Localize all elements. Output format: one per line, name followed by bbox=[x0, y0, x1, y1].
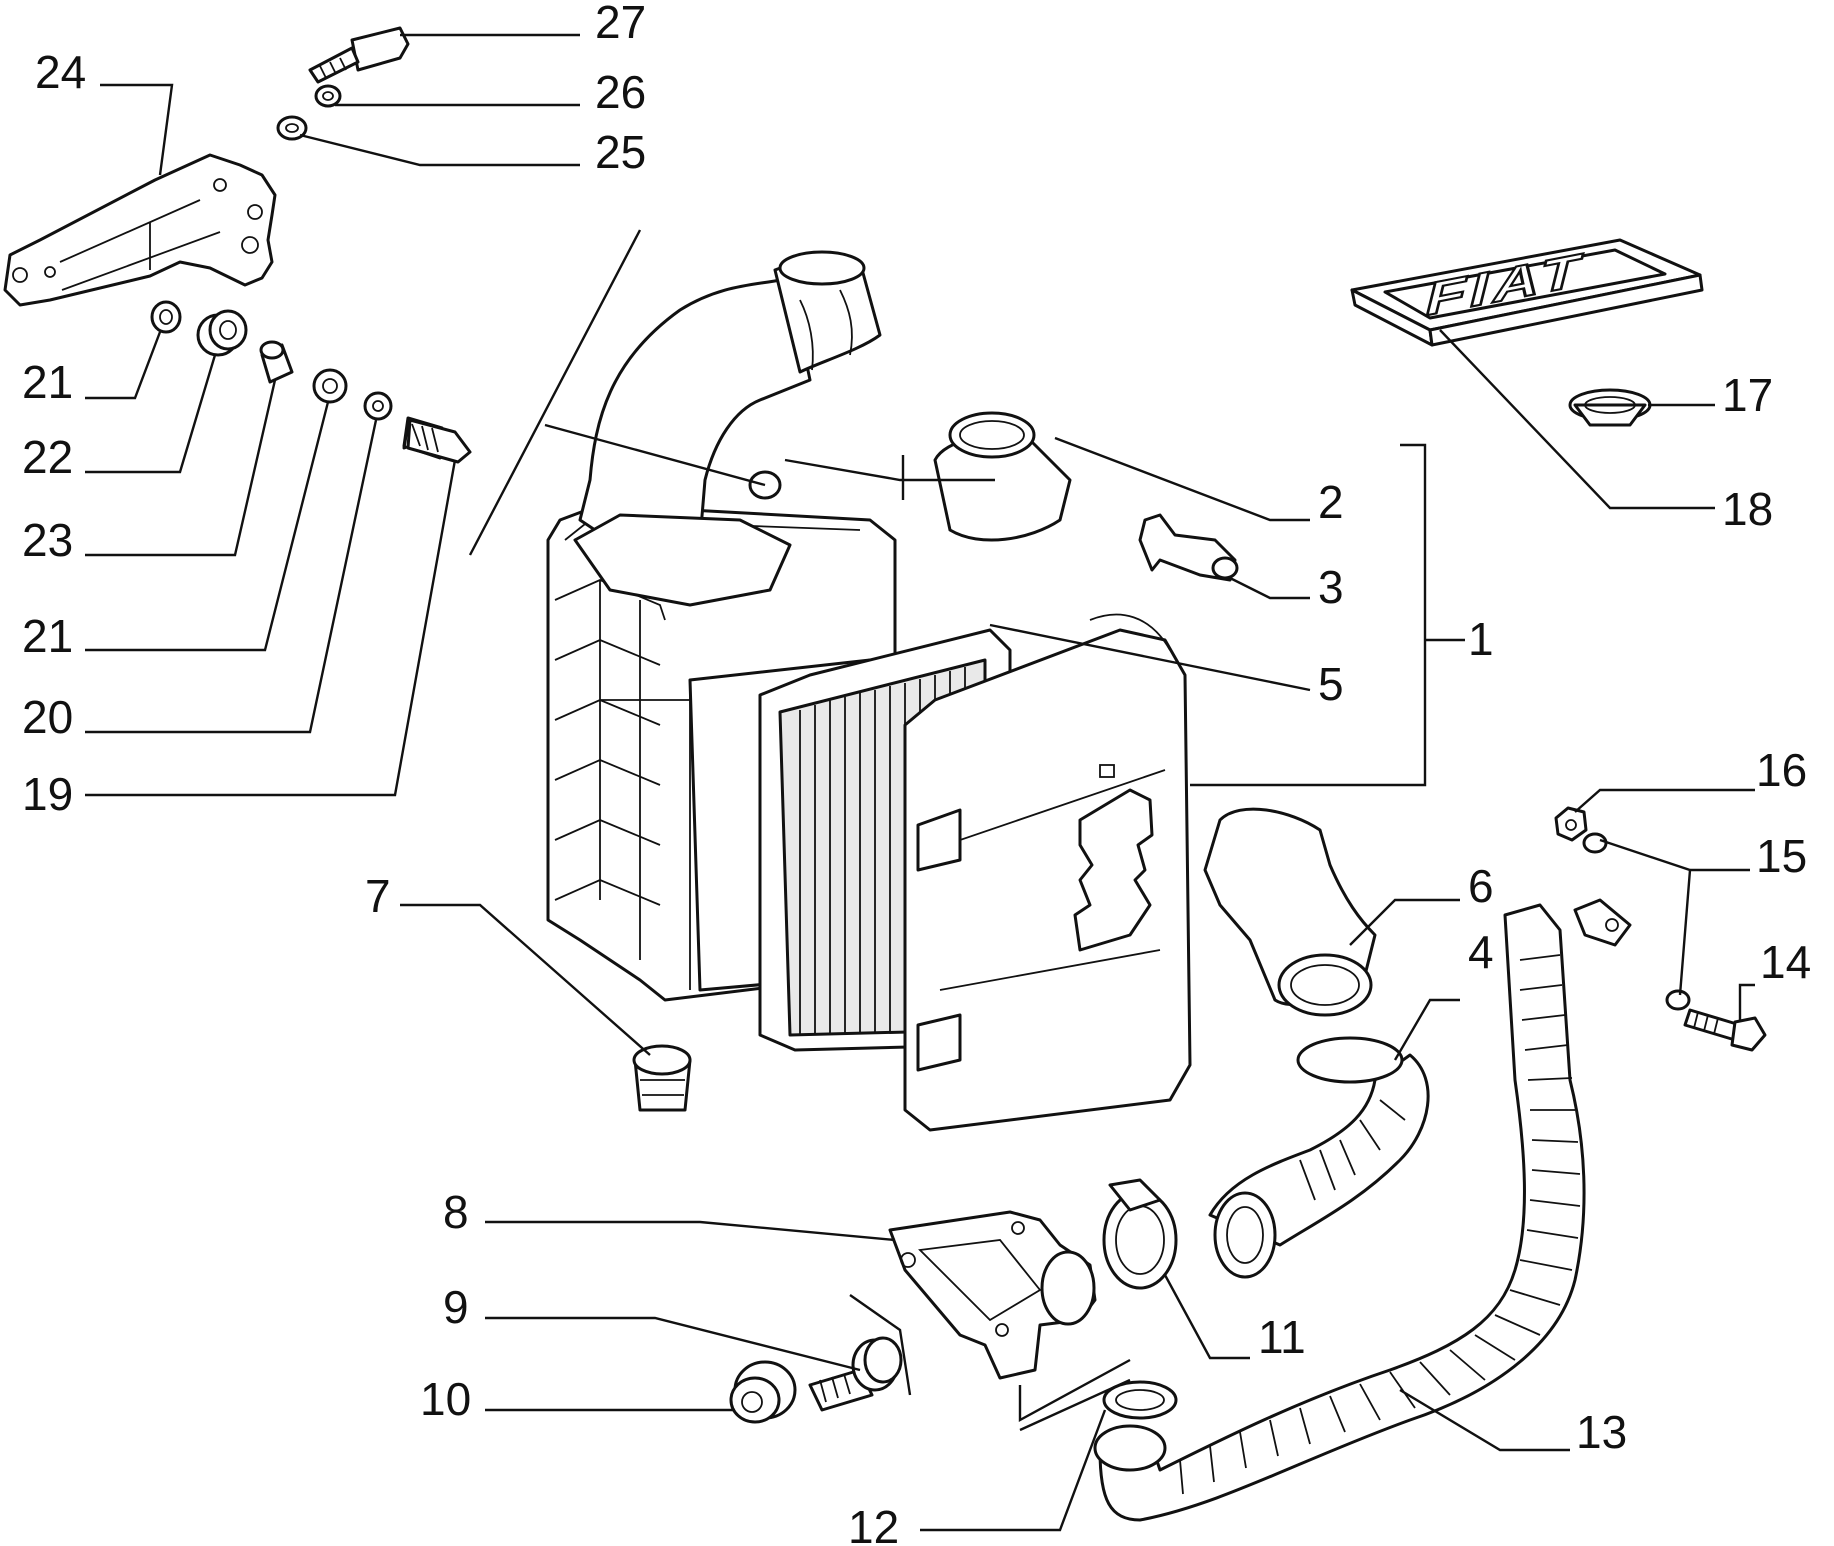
grommet-17 bbox=[1568, 388, 1652, 427]
label-3: 3 bbox=[1318, 561, 1344, 613]
label-10: 10 bbox=[420, 1373, 471, 1425]
label-21-upper: 21 bbox=[22, 356, 73, 408]
nut-16 bbox=[1554, 806, 1588, 842]
washer-15-upper bbox=[1582, 832, 1608, 854]
callout-labels: 1 2 3 4 5 6 7 8 9 10 11 12 13 14 15 16 1… bbox=[22, 0, 1811, 1546]
label-24: 24 bbox=[35, 46, 86, 98]
flange-8 bbox=[888, 1210, 1097, 1380]
label-20: 20 bbox=[22, 691, 73, 743]
label-11: 11 bbox=[1258, 1311, 1306, 1363]
leader-lines bbox=[85, 33, 1755, 1532]
label-4: 4 bbox=[1468, 926, 1494, 978]
fiat-badge-18: FIAT bbox=[1350, 238, 1704, 347]
label-8: 8 bbox=[443, 1186, 469, 1238]
spacer-23 bbox=[259, 340, 294, 384]
washer-21-upper bbox=[150, 300, 182, 334]
washer-25 bbox=[276, 115, 308, 141]
clamp-12 bbox=[1102, 1380, 1178, 1420]
label-17: 17 bbox=[1722, 369, 1773, 421]
bolt-9 bbox=[808, 1336, 903, 1412]
label-5: 5 bbox=[1318, 658, 1344, 710]
mount-10 bbox=[729, 1360, 797, 1424]
label-16: 16 bbox=[1756, 744, 1807, 796]
plug-7 bbox=[632, 1044, 692, 1112]
hose-4 bbox=[1208, 1036, 1430, 1279]
label-12: 12 bbox=[848, 1501, 899, 1546]
label-7: 7 bbox=[365, 870, 391, 922]
label-19: 19 bbox=[22, 768, 73, 820]
label-13: 13 bbox=[1576, 1406, 1627, 1458]
bolt-19 bbox=[402, 416, 472, 464]
clamp-11 bbox=[1102, 1178, 1178, 1290]
label-18: 18 bbox=[1722, 483, 1773, 535]
bolt-14 bbox=[1683, 1008, 1767, 1052]
label-2: 2 bbox=[1318, 476, 1344, 528]
label-6: 6 bbox=[1468, 860, 1494, 912]
label-1: 1 bbox=[1468, 613, 1494, 665]
label-14: 14 bbox=[1760, 936, 1811, 988]
label-25: 25 bbox=[595, 126, 646, 178]
intake-6 bbox=[1203, 807, 1377, 1017]
inlet-duct bbox=[573, 250, 882, 607]
label-22: 22 bbox=[22, 431, 73, 483]
grommet-22 bbox=[196, 309, 248, 357]
washer-15-lower bbox=[1665, 989, 1691, 1011]
bolt-27 bbox=[308, 26, 410, 84]
air-filter-cover bbox=[903, 613, 1192, 1132]
hose-13 bbox=[1093, 898, 1632, 1522]
label-23: 23 bbox=[22, 514, 73, 566]
label-26: 26 bbox=[595, 66, 646, 118]
label-9: 9 bbox=[443, 1281, 469, 1333]
label-27: 27 bbox=[595, 0, 646, 48]
collar-2 bbox=[933, 411, 1072, 542]
label-21-lower: 21 bbox=[22, 610, 73, 662]
label-15: 15 bbox=[1756, 830, 1807, 882]
washer-21-lower bbox=[312, 368, 348, 404]
clip-3 bbox=[1138, 513, 1239, 582]
spring-washer-26 bbox=[314, 84, 342, 108]
bracket-part bbox=[3, 153, 277, 307]
washer-20 bbox=[363, 391, 393, 421]
